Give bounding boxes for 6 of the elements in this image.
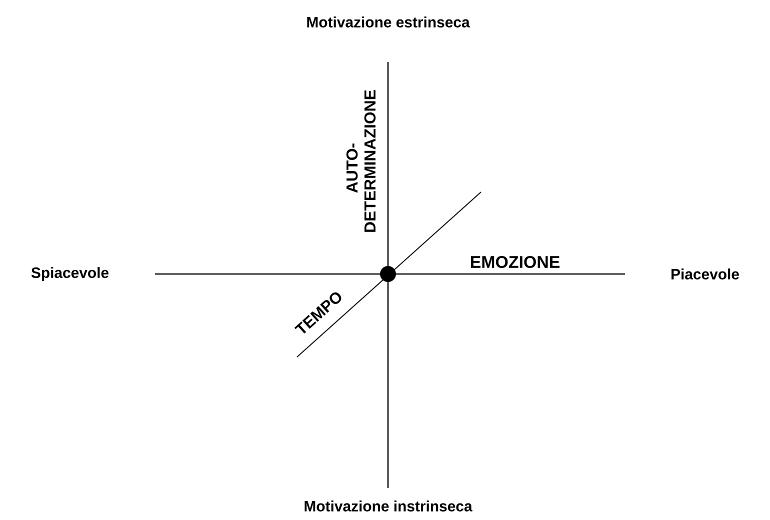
- axis-label: Motivazione instrinseca: [304, 500, 472, 512]
- axis-label: Spiacevole: [31, 267, 109, 281]
- axis-label: Motivazione estrinseca: [307, 16, 470, 28]
- axis-label: Piacevole: [672, 268, 739, 280]
- axis-label: EMOZIONE: [470, 256, 560, 268]
- axis-label: AUTO-DETERMINAZIONE: [346, 90, 376, 232]
